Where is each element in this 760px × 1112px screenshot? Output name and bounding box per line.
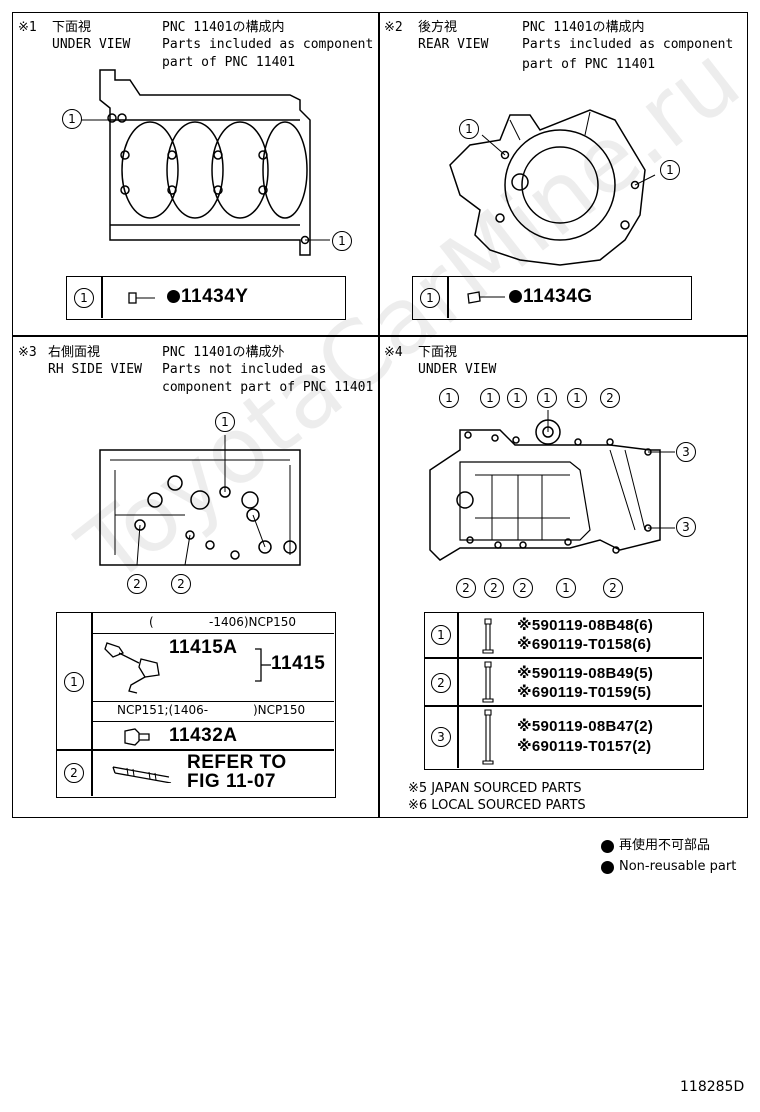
divider-horizontal xyxy=(12,335,748,337)
legend-jp: 再使用不可部品 xyxy=(619,838,711,853)
p2-rear-view-drawing xyxy=(449,109,656,266)
p4-table-callout-2: 2 xyxy=(431,673,451,693)
p3-note-a-left: ( xyxy=(149,615,154,629)
p4-callout-top-1d: 1 xyxy=(537,388,557,408)
legend-en: Non-reusable part xyxy=(619,859,737,874)
p4-callout-top-1e: 1 xyxy=(567,388,587,408)
p3-note-b-left: NCP151;(1406- xyxy=(117,703,209,717)
p3-note-b-right: )NCP150 xyxy=(253,703,306,717)
figure-id: 118285D xyxy=(680,1079,745,1095)
non-reusable-icon xyxy=(601,861,614,874)
p3-part-b: 11432A xyxy=(169,725,238,746)
plug-icon xyxy=(467,291,505,304)
p4-callout-bottom-2a: 2 xyxy=(456,578,476,598)
p1-parts-table: 1 11434Y xyxy=(66,276,346,320)
p3-pnc-jp: PNC 11401の構成外 xyxy=(162,345,285,360)
p4-row3-local: ※690119-T0157(2) xyxy=(517,738,652,755)
p3-title-jp: 右側面視 xyxy=(48,345,101,360)
p4-row2-japan: ※590119-08B49(5) xyxy=(517,665,654,682)
p1-pnc-jp: PNC 11401の構成内 xyxy=(162,20,285,35)
p3-mark: ※3 xyxy=(18,345,37,360)
p4-title-jp: 下面視 xyxy=(418,345,458,360)
bolt-short-icon xyxy=(482,618,494,654)
p4-callout-top-2: 2 xyxy=(600,388,620,408)
p4-row1-local: ※690119-T0158(6) xyxy=(517,636,652,653)
p4-callout-bottom-2d: 2 xyxy=(603,578,623,598)
p1-title-en: UNDER VIEW xyxy=(52,37,131,52)
bolt-medium-icon xyxy=(482,661,494,703)
p3-note-a-right: -1406)NCP150 xyxy=(209,615,297,629)
p3-callout-2b: 2 xyxy=(171,574,191,594)
p2-pnc-en1: Parts included as component xyxy=(522,37,734,52)
p3-side-view-drawing xyxy=(99,435,301,566)
p2-callout-1b: 1 xyxy=(660,160,680,180)
p4-table-callout-3: 3 xyxy=(431,727,451,747)
p1-part-number: 11434Y xyxy=(167,286,248,308)
p3-title-en: RH SIDE VIEW xyxy=(48,362,142,377)
p4-callout-top-1b: 1 xyxy=(480,388,500,408)
p2-pnc-en2: part of PNC 11401 xyxy=(522,57,656,72)
p2-mark: ※2 xyxy=(384,20,403,35)
p3-parts-table: 1 2 ( -1406)NCP150 11415A 11415 NCP151;(… xyxy=(56,612,336,798)
p4-row1-japan: ※590119-08B48(6) xyxy=(517,617,654,634)
p2-parts-table: 1 11434G xyxy=(412,276,692,320)
p1-pnc-en2: part of PNC 11401 xyxy=(162,55,296,70)
non-reusable-icon xyxy=(601,840,614,853)
p4-row3-japan: ※590119-08B47(2) xyxy=(517,718,654,735)
p3-part-a: 11415A xyxy=(169,637,238,658)
non-reusable-icon xyxy=(167,290,180,303)
p4-table-callout-1: 1 xyxy=(431,625,451,645)
p4-callout-bottom-1: 1 xyxy=(556,578,576,598)
p4-title-en: UNDER VIEW xyxy=(418,362,497,377)
p2-part-number: 11434G xyxy=(509,286,593,308)
p1-callout-1b: 1 xyxy=(332,231,352,251)
p4-callout-right-3b: 3 xyxy=(676,517,696,537)
p4-note-local: ※6 LOCAL SOURCED PARTS xyxy=(408,798,586,813)
oil-jet-icon xyxy=(104,642,160,694)
stud-bolt-icon xyxy=(112,766,172,783)
p4-mark: ※4 xyxy=(384,345,403,360)
p1-table-callout: 1 xyxy=(74,288,94,308)
p4-note-japan: ※5 JAPAN SOURCED PARTS xyxy=(408,781,582,796)
p3-pnc-en1: Parts not included as xyxy=(162,362,327,377)
p4-callout-right-3a: 3 xyxy=(676,442,696,462)
p4-callout-bottom-2c: 2 xyxy=(513,578,533,598)
p4-bolt-table: 1 2 3 ※590119-08B48(6) ※690119-T0158(6) … xyxy=(424,612,704,770)
p3-table-callout-1: 1 xyxy=(64,672,84,692)
bolt-long-icon xyxy=(482,709,494,765)
p4-row2-local: ※690119-T0159(5) xyxy=(517,684,652,701)
p3-callout-1: 1 xyxy=(215,412,235,432)
p2-table-callout: 1 xyxy=(420,288,440,308)
p3-pnc-en2: component part of PNC 11401 xyxy=(162,380,374,395)
figure-frame xyxy=(12,12,748,818)
p4-callout-bottom-2b: 2 xyxy=(484,578,504,598)
p4-callout-top-1c: 1 xyxy=(507,388,527,408)
p2-title-en: REAR VIEW xyxy=(418,37,489,52)
p1-engine-block-drawing xyxy=(80,69,330,256)
p3-part-assy: 11415 xyxy=(271,653,326,674)
p3-callout-2a: 2 xyxy=(127,574,147,594)
plug-icon xyxy=(128,292,155,304)
p3-table-callout-2: 2 xyxy=(64,763,84,783)
p1-pnc-en1: Parts included as component xyxy=(162,37,374,52)
p1-title-jp: 下面視 xyxy=(52,20,92,35)
p4-callout-top-1a: 1 xyxy=(439,388,459,408)
plug-icon xyxy=(124,728,150,746)
divider-vertical xyxy=(378,12,380,818)
p2-title-jp: 後方視 xyxy=(418,20,458,35)
p4-oil-pan-drawing xyxy=(429,410,675,561)
p2-pnc-jp: PNC 11401の構成内 xyxy=(522,20,645,35)
non-reusable-icon xyxy=(509,290,522,303)
p1-callout-1a: 1 xyxy=(62,109,82,129)
p2-callout-1a: 1 xyxy=(459,119,479,139)
p1-mark: ※1 xyxy=(18,20,37,35)
